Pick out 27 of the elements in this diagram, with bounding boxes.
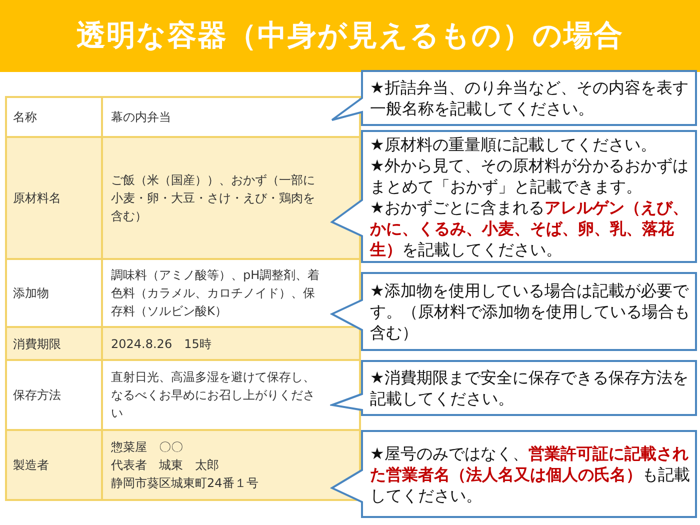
- value-line: 代表者 城東 太郎: [111, 457, 220, 474]
- value-line: 静岡市葵区城東町24番１号: [111, 475, 260, 492]
- callout-text: ★おかずごとに含まれるアレルゲン（えび、かに、くるみ、小麦、そば、卵、乳、落花生）を記載してください。: [370, 196, 690, 260]
- callout-text: ★消費期限まで安全に保存できる保存方法を記載してください。: [370, 367, 690, 409]
- callout-text: ★折詰弁当、のり弁当など、その内容を表す一般名称を記載してください。: [370, 77, 690, 119]
- row-heading: 名称: [6, 97, 102, 137]
- row-value: 直射日光、高温多湿を避けて保存し、なるべくお早めにお召し上がりください: [102, 360, 360, 430]
- callout-text: ★原材料の重量順に記載してください。: [370, 134, 658, 154]
- callout-text: ★添加物を使用している場合は記載が必要です。（原材料で添加物を使用している場合も含む）: [370, 280, 691, 343]
- title: 透明な容器（中身が見えるもの）の場合: [76, 17, 624, 54]
- row-value: ご飯（米（国産））、おかず（一部に小麦・卵・大豆・さけ・えび・鶏肉を含む）: [102, 137, 360, 259]
- callout-bubble: [330, 430, 697, 518]
- callout-text: ★屋号のみではなく、営業許可証に記載された営業者名（法人名又は個人の氏名）も記載してください。: [370, 442, 691, 506]
- callout-bubble: [330, 360, 697, 416]
- value-line: 惣菜屋 〇〇: [111, 439, 184, 456]
- row-heading: 添加物: [6, 259, 102, 327]
- row-heading: 保存方法: [6, 360, 102, 430]
- callout-bubble: [330, 70, 697, 126]
- row-value: 2024.8.26 15時: [102, 327, 360, 360]
- callout-bubble: [330, 130, 697, 263]
- row-value: 調味料（アミノ酸等）、pH調整剤、着色料（カラメル、カロチノイド）、保存料（ソルビン酸K）: [102, 259, 360, 327]
- row-heading: 製造者: [6, 430, 102, 500]
- row-heading: 消費期限: [6, 327, 102, 360]
- callout-bubble: [330, 272, 697, 351]
- row-heading: 原材料名: [6, 137, 102, 259]
- row-value: 幕の内弁当: [102, 97, 360, 137]
- callout-text: ★外から見て、その原材料が分かるおかずはまとめて「おかず」と記載できます。: [370, 154, 690, 196]
